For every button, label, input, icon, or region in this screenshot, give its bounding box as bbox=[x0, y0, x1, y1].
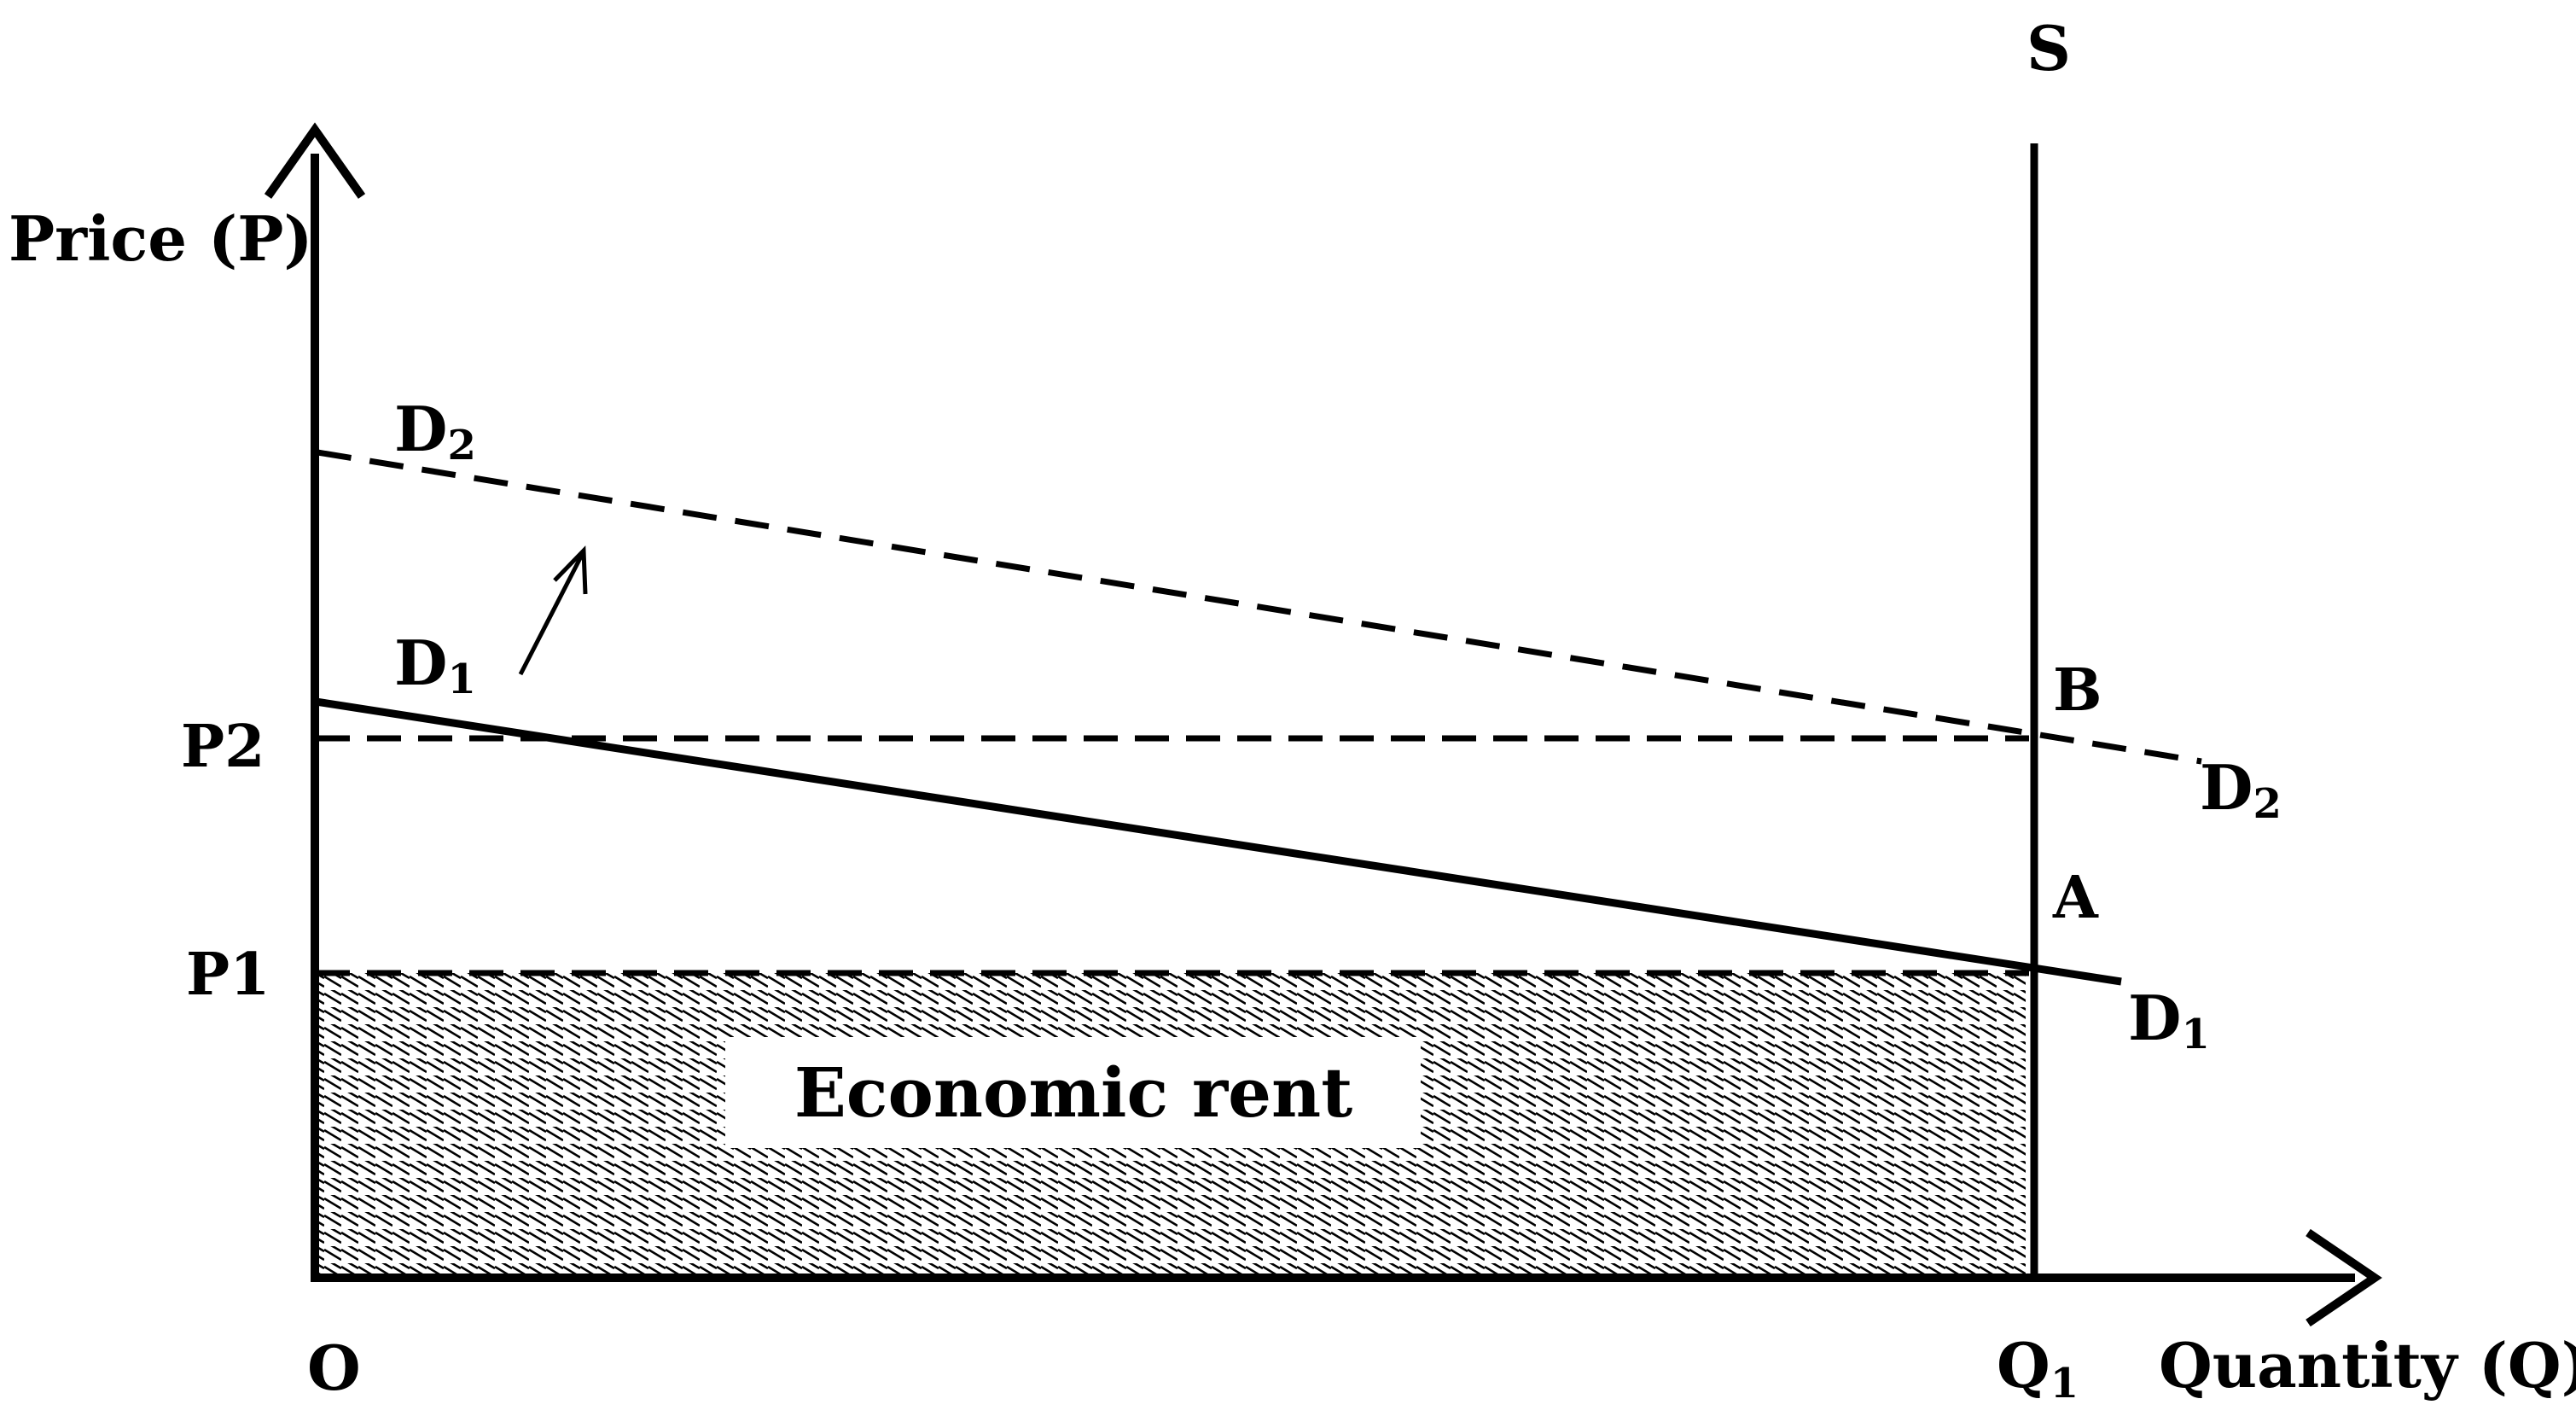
d2-label-right: D2 bbox=[2200, 751, 2282, 828]
price-label-p2: P2 bbox=[181, 713, 265, 781]
d2-label-left: D2 bbox=[394, 393, 476, 469]
d2-right-sub: 2 bbox=[2253, 780, 2281, 828]
d1-label-right: D1 bbox=[2128, 982, 2210, 1058]
supply-label: S bbox=[2026, 12, 2071, 85]
economic-rent-label-box bbox=[725, 1037, 1421, 1148]
demand-curve-d1 bbox=[315, 697, 2122, 986]
d2-left-sub: 2 bbox=[447, 422, 475, 469]
d2-left-main: D bbox=[394, 393, 447, 465]
y-axis-label: Price (P) bbox=[9, 202, 312, 275]
point-a-label: A bbox=[2052, 864, 2099, 932]
demand-curve-d2 bbox=[317, 449, 2202, 765]
quantity-label-sub: 1 bbox=[2050, 1360, 2079, 1408]
d1-left-main: D bbox=[394, 627, 447, 699]
d2-right-main: D bbox=[2200, 751, 2253, 824]
d1-right-main: D bbox=[2128, 982, 2181, 1054]
point-b-label: B bbox=[2053, 656, 2102, 725]
d1-right-sub: 1 bbox=[2181, 1011, 2209, 1058]
quantity-label-main: Q bbox=[1997, 1329, 2050, 1402]
d1-left-sub: 1 bbox=[447, 656, 475, 703]
x-axis-arrowhead bbox=[2306, 1228, 2382, 1327]
price-label-p1: P1 bbox=[186, 941, 270, 1009]
economic-rent-label: Economic rent bbox=[794, 1052, 1352, 1133]
shift-arrow-icon bbox=[553, 545, 588, 595]
origin-label: O bbox=[307, 1332, 361, 1404]
quantity-label-q1: Q1 bbox=[1997, 1329, 2079, 1408]
d1-label-left: D1 bbox=[394, 627, 476, 703]
shift-arrow-shaft bbox=[518, 553, 584, 676]
x-axis-label: Quantity (Q) bbox=[2159, 1329, 2576, 1402]
y-axis-arrowhead bbox=[264, 122, 366, 199]
